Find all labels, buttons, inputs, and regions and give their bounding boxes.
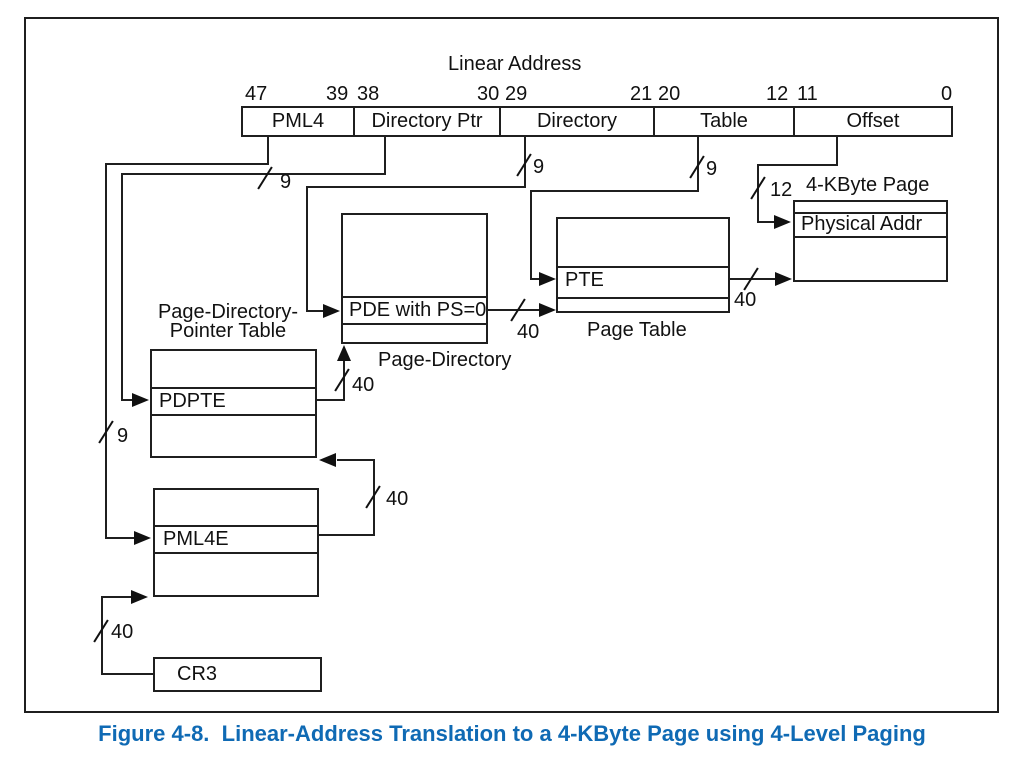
- wire-offset-horizontal: [757, 164, 838, 166]
- pde-entry: PDE with PS=0: [349, 299, 487, 321]
- arrow-cr3-into-pml4-table: [131, 590, 148, 604]
- wire-cr3-horizontal: [101, 673, 153, 675]
- page-4kbyte-label: 4-KByte Page: [806, 174, 930, 196]
- wire-cr3-into-pml4-table: [101, 596, 132, 598]
- arrow-pte-into-page: [775, 272, 792, 286]
- arrow-into-pml4e: [134, 531, 151, 545]
- pt-divider-bottom: [558, 297, 728, 299]
- pdpt-label-line1: Page-Directory-: [157, 301, 299, 323]
- wire-dirptr-stub: [384, 137, 386, 175]
- bit-0: 0: [941, 83, 953, 105]
- wire-pdpte-out: [316, 399, 345, 401]
- pdpt-divider-top: [152, 387, 315, 389]
- bit-11: 11: [797, 83, 818, 105]
- bus-width-directory-index: 9: [533, 156, 545, 178]
- wire-table-into-pte: [530, 278, 541, 280]
- pd-divider-bottom: [343, 323, 486, 325]
- pdpt-label-line2: Pointer Table: [169, 320, 287, 342]
- wire-pdpte-vertical: [343, 359, 345, 401]
- page-directory-box: [341, 213, 488, 344]
- wire-pml4-stub: [267, 137, 269, 164]
- field-directory: Directory: [499, 108, 653, 135]
- bus-width-pde-out: 40: [517, 321, 540, 343]
- wire-offset-into-physaddr: [757, 221, 775, 223]
- arrow-into-pdpte: [132, 393, 149, 407]
- field-pml4: PML4: [271, 110, 325, 132]
- bit-29: 29: [505, 83, 528, 105]
- wire-dirptr-horizontal: [121, 173, 386, 175]
- figure-caption: Figure 4-8. Linear-Address Translation t…: [98, 721, 926, 746]
- pml4-divider-top: [155, 525, 317, 527]
- wire-pte-out: [729, 278, 776, 280]
- arrow-into-pte: [539, 272, 556, 286]
- bus-width-pml4e-out: 40: [386, 488, 409, 510]
- page-table-box: [556, 217, 730, 313]
- wire-offset-stub: [836, 137, 838, 166]
- bus-width-dirptr-index: 9: [280, 171, 292, 193]
- bus-width-pte-out: 40: [734, 289, 757, 311]
- physical-addr-entry: Physical Addr: [801, 213, 923, 235]
- page-directory-label: Page-Directory: [378, 349, 512, 371]
- wire-directory-into-pde: [306, 310, 324, 312]
- wire-directory-vertical: [306, 186, 308, 312]
- field-offset: Offset: [793, 108, 951, 135]
- page-divider-top: [795, 212, 946, 214]
- diagram-border: [24, 17, 999, 713]
- arrow-into-pde: [323, 304, 340, 318]
- arrow-pml4e-into-pdpt: [319, 453, 336, 467]
- wire-pml4e-out: [318, 534, 375, 536]
- wire-directory-horizontal: [306, 186, 526, 188]
- bus-width-pdpte-out: 40: [352, 374, 375, 396]
- pml4e-entry: PML4E: [163, 528, 229, 550]
- bus-width-offset: 12: [770, 179, 793, 201]
- field-directory-ptr: Directory Ptr: [353, 108, 499, 135]
- wire-dirptr-vertical: [121, 173, 123, 401]
- bit-20: 20: [658, 83, 681, 105]
- pdpt-table-box: [150, 349, 317, 458]
- arrow-pdpte-into-pd: [337, 345, 351, 361]
- pdpte-entry: PDPTE: [159, 390, 226, 412]
- pt-divider-top: [558, 266, 728, 268]
- bus-width-pml4-index: 9: [117, 425, 129, 447]
- bit-38: 38: [357, 83, 380, 105]
- page-4kbyte-box: [793, 200, 948, 282]
- page-table-label: Page Table: [587, 319, 687, 341]
- wire-table-horizontal: [530, 190, 699, 192]
- pml4-divider-bottom: [155, 552, 317, 554]
- wire-cr3-vertical: [101, 597, 103, 675]
- wire-pml4e-vertical: [373, 459, 375, 536]
- linear-address-title: Linear Address: [448, 53, 582, 75]
- arrow-into-physaddr: [774, 215, 791, 229]
- bit-12: 12: [766, 83, 789, 105]
- bit-21: 21: [630, 83, 653, 105]
- bus-width-cr3-out: 40: [111, 621, 134, 643]
- wire-dirptr-into-pdpte: [121, 399, 133, 401]
- cr3-label: CR3: [177, 663, 218, 685]
- pdpt-table-label: Page-Directory- Pointer Table: [128, 301, 328, 342]
- pte-entry: PTE: [565, 269, 604, 291]
- wire-pml4-horizontal: [105, 163, 269, 165]
- field-table: Table: [653, 108, 793, 135]
- pdpt-divider-bottom: [152, 414, 315, 416]
- wire-pde-out: [487, 309, 541, 311]
- page-divider-bottom: [795, 236, 946, 238]
- pml4-table-box: [153, 488, 319, 597]
- bus-width-table-index: 9: [706, 158, 718, 180]
- linear-address-box: PML4 Directory Ptr Directory Table Offse…: [241, 106, 953, 137]
- wire-offset-vertical: [757, 164, 759, 223]
- wire-pml4e-into-pdpt: [337, 459, 375, 461]
- wire-pml4-vertical: [105, 163, 107, 539]
- pd-divider-top: [343, 296, 486, 298]
- bit-39: 39: [326, 83, 349, 105]
- cr3-box: CR3: [153, 657, 322, 692]
- bit-30: 30: [477, 83, 500, 105]
- wire-pml4-into-pml4e: [105, 537, 136, 539]
- bit-47: 47: [245, 83, 268, 105]
- arrow-pde-into-pt: [539, 303, 556, 317]
- wire-table-vertical: [530, 190, 532, 280]
